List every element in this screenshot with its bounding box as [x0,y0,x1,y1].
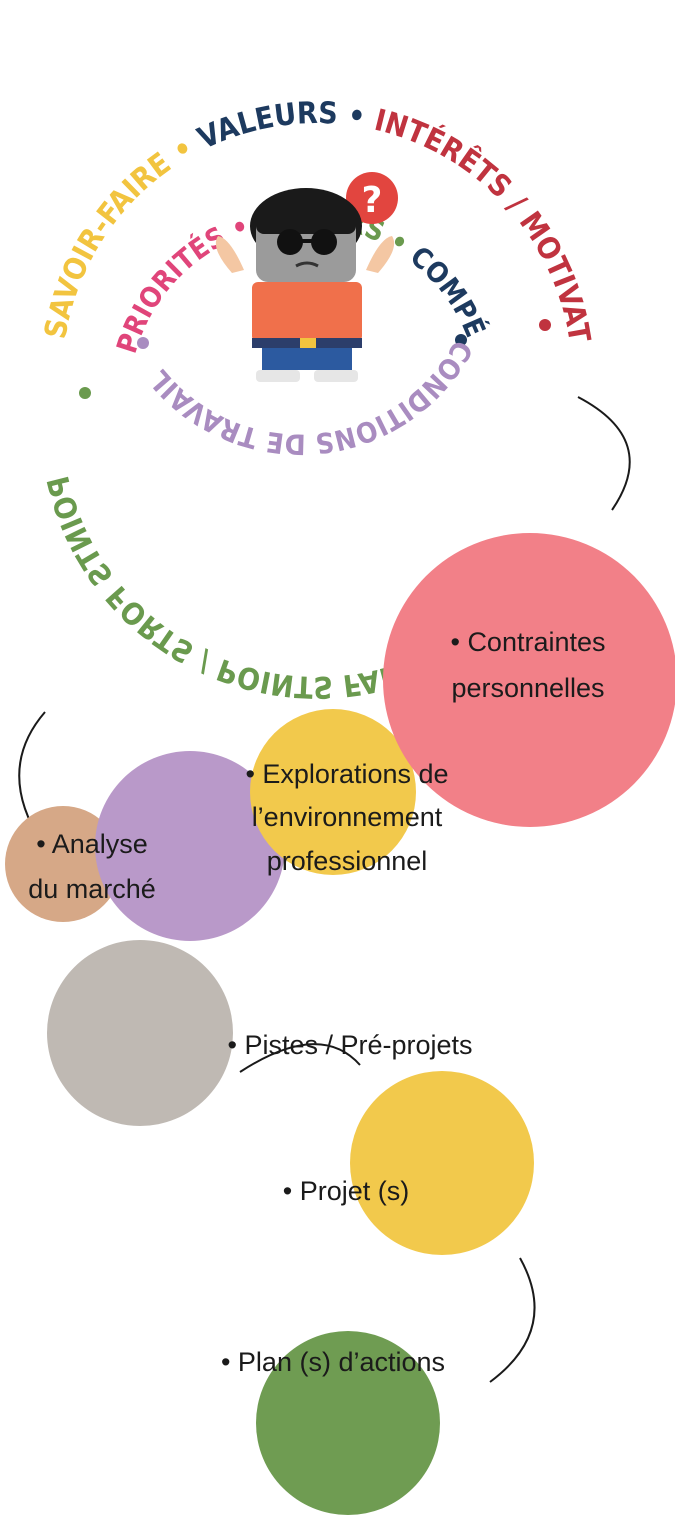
bubble-circle [350,1071,534,1255]
label-contraintes-line2: personnelles [451,673,604,703]
label-analyse-line2: du marché [28,874,156,904]
bubble-circle [5,806,121,922]
ring-item-priorites: PRIORITÉS [110,220,231,357]
bubble-contraintes [383,533,675,827]
label-explorations-line3: professionnel [267,846,428,876]
connector-line [577,396,631,511]
bubble-explorations [250,709,416,875]
ring-item-points-forts: POINTS FORTS [41,472,200,669]
bubble-pistes [47,940,233,1126]
bubble-circle [47,940,233,1126]
svg-text:?: ? [362,180,383,221]
label-pistes: • Pistes / Pré-projets [227,1030,472,1060]
label-explorations-line2: l’environnement [252,802,443,832]
bubble-plan [256,1331,440,1515]
bubble-circle [383,533,675,827]
question-mark-icon: ? [346,172,398,224]
ring-separator: / [193,643,217,679]
bubble-circle [95,751,285,941]
ring-dot [539,319,551,331]
ring-dot [137,337,149,349]
ring-dot [79,387,91,399]
bubble-projet [350,1071,534,1255]
label-explorations-line1: • Explorations de [245,759,448,789]
bubble-analyse [5,806,121,922]
bubble-circle [256,1331,440,1515]
connector-line [239,1043,361,1073]
confused-person-icon: ? [215,172,398,382]
label-analyse-line1: • Analyse [36,829,148,859]
connectors [18,396,631,1383]
bubble-labels: • Contraintes personnelles • Exploration… [28,627,605,1377]
bubble-circle [250,709,416,875]
label-contraintes-line1: • Contraintes [450,627,605,657]
label-plan: • Plan (s) d’actions [221,1347,445,1377]
label-projet: • Projet (s) [283,1176,409,1206]
ring-item-valeurs: VALEURS [193,96,339,157]
bubble-explorations-purple [95,751,285,941]
ring-dot [455,334,467,346]
connector-line [489,1257,536,1383]
